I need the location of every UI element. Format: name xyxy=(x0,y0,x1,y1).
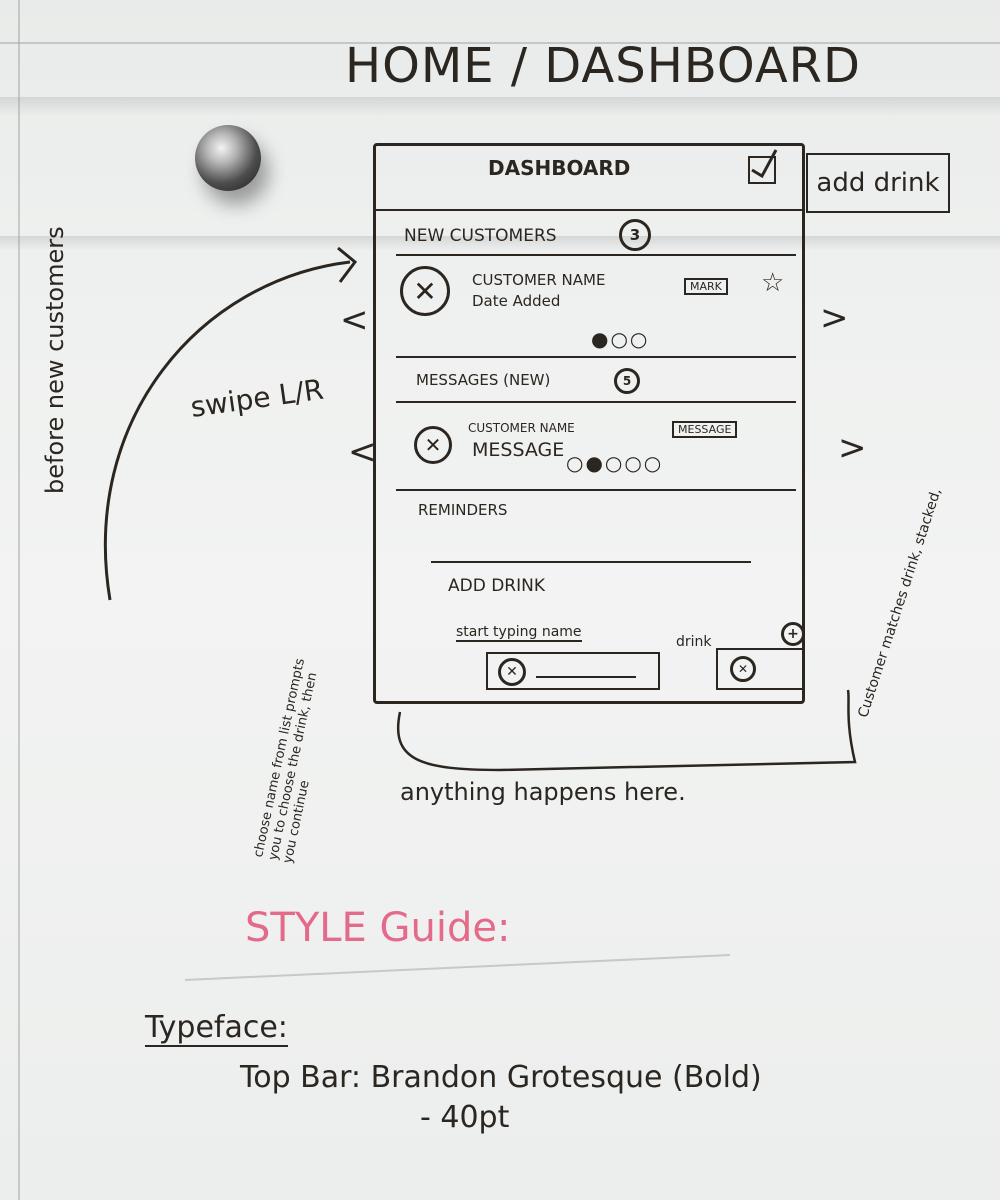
customer-avatar: ✕ xyxy=(400,266,450,316)
selected-customer-avatar: ✕ xyxy=(498,658,526,686)
drink-search-input[interactable]: start typing name xyxy=(456,624,582,642)
magnet xyxy=(195,125,261,191)
drink-label: drink xyxy=(676,634,712,650)
section-divider xyxy=(396,254,796,256)
annotation-before-new-customers: before new customers xyxy=(41,226,69,494)
annotation-anything-happens: anything happens here. xyxy=(400,778,686,806)
glass-edge-mid xyxy=(0,236,1000,250)
star-icon[interactable]: ☆ xyxy=(761,268,785,298)
message-pager: ○●○○○ xyxy=(566,451,664,475)
swipe-left-arrow[interactable]: < xyxy=(348,432,377,472)
add-drink-label: ADD DRINK xyxy=(448,576,545,596)
new-customers-label: NEW CUSTOMERS xyxy=(404,226,557,246)
message-avatar: ✕ xyxy=(414,426,452,464)
customer-date: Date Added xyxy=(472,292,561,310)
curved-arrow xyxy=(103,260,351,601)
glass-edge-top xyxy=(0,97,1000,115)
new-customers-count: 3 xyxy=(619,219,651,251)
typeface-label: Typeface: xyxy=(145,1010,288,1047)
edit-icon[interactable] xyxy=(748,149,778,184)
header-divider xyxy=(376,209,802,211)
top-bar-typeface: Top Bar: Brandon Grotesque (Bold) xyxy=(240,1060,762,1095)
selected-drink-avatar: ✕ xyxy=(730,656,756,682)
frame-edge-top xyxy=(0,42,1000,44)
customer-name: CUSTOMER NAME xyxy=(472,271,606,289)
annotation-customer-matches: Customer matches drink, stacked, xyxy=(855,486,945,720)
selected-customer-box: ✕ xyxy=(486,652,660,690)
page-title: HOME / DASHBOARD xyxy=(345,38,861,94)
swipe-left-arrow[interactable]: < xyxy=(340,300,369,340)
section-divider xyxy=(431,561,751,563)
mark-button[interactable]: MARK xyxy=(684,278,728,295)
messages-label: MESSAGES (NEW) xyxy=(416,371,551,389)
customer-pager: ●○○ xyxy=(591,327,650,351)
swipe-right-arrow[interactable]: > xyxy=(820,298,849,338)
selected-customer-name-line xyxy=(536,676,636,678)
messages-count: 5 xyxy=(614,368,640,394)
style-guide-title: STYLE Guide: xyxy=(245,905,511,951)
add-drink-plus-icon[interactable]: + xyxy=(781,622,805,646)
section-divider xyxy=(396,356,796,358)
swipe-right-arrow[interactable]: > xyxy=(838,428,867,468)
section-divider xyxy=(396,489,796,491)
section-divider xyxy=(396,401,796,403)
annotation-swipe: swipe L/R xyxy=(188,372,326,424)
annotation-choose-name: choose name from list prompts you to cho… xyxy=(251,657,321,865)
message-customer-name: CUSTOMER NAME xyxy=(468,421,575,435)
top-bar-size: - 40pt xyxy=(420,1100,510,1135)
add-drink-button[interactable]: add drink xyxy=(806,153,950,213)
message-button[interactable]: MESSAGE xyxy=(672,421,738,438)
reminders-label: REMINDERS xyxy=(418,501,508,519)
dashboard-header: DASHBOARD xyxy=(488,156,631,180)
phone-wireframe: DASHBOARD NEW CUSTOMERS 3 ✕ CUSTOMER NAM… xyxy=(373,143,805,704)
selected-drink-box: ✕ xyxy=(716,648,805,690)
frame-edge-left xyxy=(18,0,20,1200)
arrow-head xyxy=(337,246,358,283)
message-text: MESSAGE xyxy=(472,439,565,461)
style-guide-underline xyxy=(184,954,731,981)
